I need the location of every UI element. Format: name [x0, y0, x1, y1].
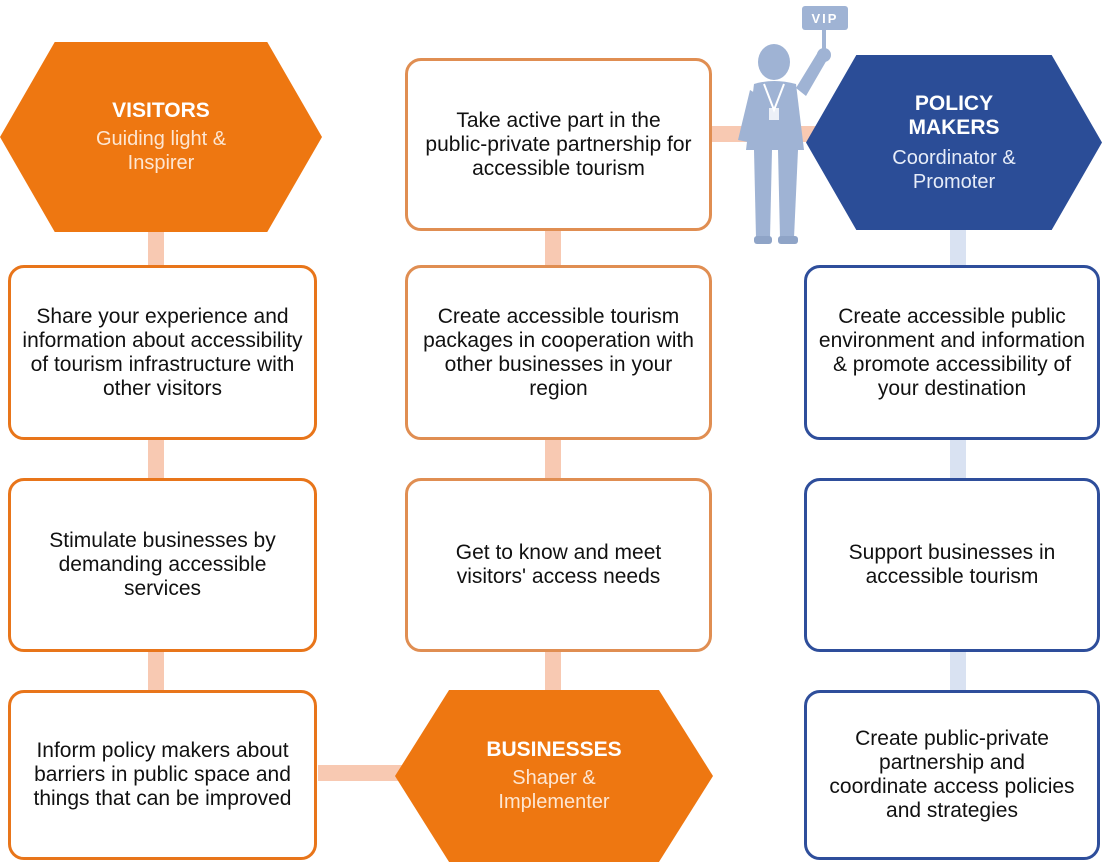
- vip-person-icon: VIP: [738, 6, 848, 244]
- connector-visitors-1: [148, 225, 164, 270]
- visitors-step-2-text: Stimulate businesses by demanding access…: [49, 529, 276, 600]
- connector-businesses-3: [545, 650, 561, 695]
- visitors-role: Guiding light & Inspirer: [95, 128, 227, 174]
- policy-step-3-text: Create public-private partnership and co…: [829, 727, 1075, 822]
- connector-policy-3: [950, 650, 966, 695]
- businesses-step-2-text: Create accessible tourism packages in co…: [423, 304, 694, 400]
- connector-businesses-2: [545, 438, 561, 483]
- vip-sign-text: VIP: [812, 11, 839, 26]
- businesses-step-2: Create accessible tourism packages in co…: [405, 265, 712, 440]
- policy-makers-role: Coordinator & Promoter: [892, 146, 1016, 193]
- visitors-step-1-text: Share your experience and information ab…: [22, 304, 303, 400]
- policy-makers-title: POLICY MAKERS: [908, 91, 1000, 139]
- policy-step-2: Support businesses in accessible tourism: [804, 478, 1100, 652]
- connector-policy-1: [950, 225, 966, 270]
- businesses-step-3-text: Get to know and meet visitors' access ne…: [455, 541, 662, 588]
- visitors-step-1: Share your experience and information ab…: [8, 265, 317, 440]
- policy-step-3: Create public-private partnership and co…: [804, 690, 1100, 860]
- visitors-step-2: Stimulate businesses by demanding access…: [8, 478, 317, 652]
- businesses-step-1-text: Take active part in the public-private p…: [425, 108, 692, 180]
- visitors-step-3-text: Inform policy makers about barriers in p…: [33, 739, 292, 810]
- businesses-role: Shaper & Implementer: [498, 767, 610, 813]
- businesses-step-3: Get to know and meet visitors' access ne…: [405, 478, 712, 652]
- visitors-step-3: Inform policy makers about barriers in p…: [8, 690, 317, 860]
- visitors-hexagon: VISITORS Guiding light & Inspirer: [0, 42, 322, 232]
- policy-makers-hexagon: POLICY MAKERS Coordinator & Promoter: [806, 55, 1102, 230]
- policy-step-1: Create accessible public environment and…: [804, 265, 1100, 440]
- connector-businesses-1: [545, 228, 561, 270]
- connector-policy-2: [950, 438, 966, 483]
- businesses-step-1: Take active part in the public-private p…: [405, 58, 712, 231]
- connector-visitors-3: [148, 650, 164, 695]
- visitors-title: VISITORS: [112, 99, 210, 122]
- policy-step-2-text: Support businesses in accessible tourism: [848, 541, 1056, 588]
- connector-visitors-2: [148, 438, 164, 483]
- businesses-hexagon: BUSINESSES Shaper & Implementer: [395, 690, 713, 862]
- policy-step-1-text: Create accessible public environment and…: [818, 304, 1086, 400]
- businesses-title: BUSINESSES: [486, 738, 622, 761]
